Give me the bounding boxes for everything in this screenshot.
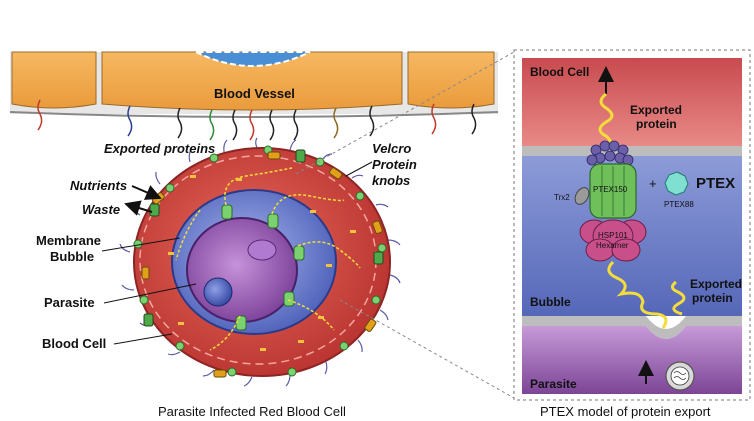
- right-parasite-label: Parasite: [530, 377, 577, 391]
- ptex150-label: PTEX150: [593, 185, 628, 194]
- exported-protein-bottom-line-1: Exported: [690, 277, 742, 291]
- parasite-pointer: [103, 283, 197, 304]
- exported-protein-top-line-2: protein: [636, 117, 677, 131]
- left-caption: Parasite Infected Red Blood Cell: [158, 404, 346, 419]
- blood-cell-label: Blood Cell: [42, 336, 106, 351]
- exported-protein-strand-top: [598, 92, 614, 152]
- ptex88-icon: [664, 171, 689, 196]
- knob-dots: [133, 145, 387, 377]
- membrane-bubble-label-line-2: Bubble: [50, 249, 94, 264]
- blood-cell-band: [522, 58, 742, 146]
- bubble-label: Bubble: [530, 295, 571, 309]
- velcro-knob-fringe: [119, 137, 401, 387]
- plus-sign: +: [649, 176, 657, 191]
- velcro-label: Velcro Protein knobs: [372, 141, 417, 188]
- velcro-pointer: [345, 161, 373, 177]
- parasite-body: [186, 217, 298, 323]
- ptex-complex: [574, 140, 647, 262]
- nutrients-label: Nutrients: [70, 178, 127, 193]
- membrane-bubble-label: Membrane Bubble: [36, 233, 101, 264]
- hsp101-hexamer: [579, 219, 647, 262]
- green-transporters: [143, 149, 384, 327]
- hsp101-label: HSP101 Hexamer: [596, 231, 629, 250]
- velcro-label-line-1: Velcro: [372, 141, 411, 156]
- right-blood-cell-label: Blood Cell: [530, 65, 589, 79]
- right-caption: PTEX model of protein export: [540, 404, 711, 419]
- blood-cell-pointer: [113, 333, 173, 345]
- hsp101-label-line-2: Hexamer: [596, 241, 629, 250]
- parasite-vesicle: [665, 361, 695, 391]
- exported-protein-top-line-1: Exported: [630, 103, 682, 117]
- exported-protein-bottom-label: Exported protein: [690, 277, 742, 305]
- blood-vessel: [9, 51, 499, 118]
- yellow-bits: [168, 175, 356, 351]
- exported-protein-coil: [671, 280, 686, 316]
- blood-vessel-label: Blood Vessel: [214, 86, 295, 101]
- ptex88-label: PTEX88: [664, 200, 694, 209]
- velcro-label-line-2: Protein: [372, 157, 417, 172]
- membrane-bubble-pointer: [101, 237, 181, 252]
- protein-strands: [175, 167, 361, 351]
- trx2-shape: [574, 187, 590, 205]
- ptex-complexes: [221, 204, 305, 331]
- vessel-tethers: [37, 99, 477, 141]
- exported-protein-bottom-line-2: protein: [692, 291, 733, 305]
- hsp101-label-line-1: HSP101: [598, 231, 628, 240]
- parasite-label: Parasite: [44, 295, 95, 310]
- waste-arrow: [124, 200, 153, 216]
- ptex150-cap: [586, 140, 634, 166]
- exported-protein-strand-bottom: [607, 260, 668, 329]
- exported-protein-top-label: Exported protein: [630, 103, 682, 131]
- membrane-bubble-label-line-1: Membrane: [36, 233, 101, 248]
- trx2-label: Trx2: [554, 193, 570, 202]
- parasite-nucleus: [203, 277, 233, 307]
- ptex-label: PTEX: [696, 175, 735, 192]
- exported-proteins-label: Exported proteins: [104, 141, 215, 156]
- nutrients-arrow: [131, 185, 162, 200]
- velcro-label-line-3: knobs: [372, 173, 410, 188]
- waste-label: Waste: [82, 202, 120, 217]
- infected-red-blood-cell: [119, 137, 401, 387]
